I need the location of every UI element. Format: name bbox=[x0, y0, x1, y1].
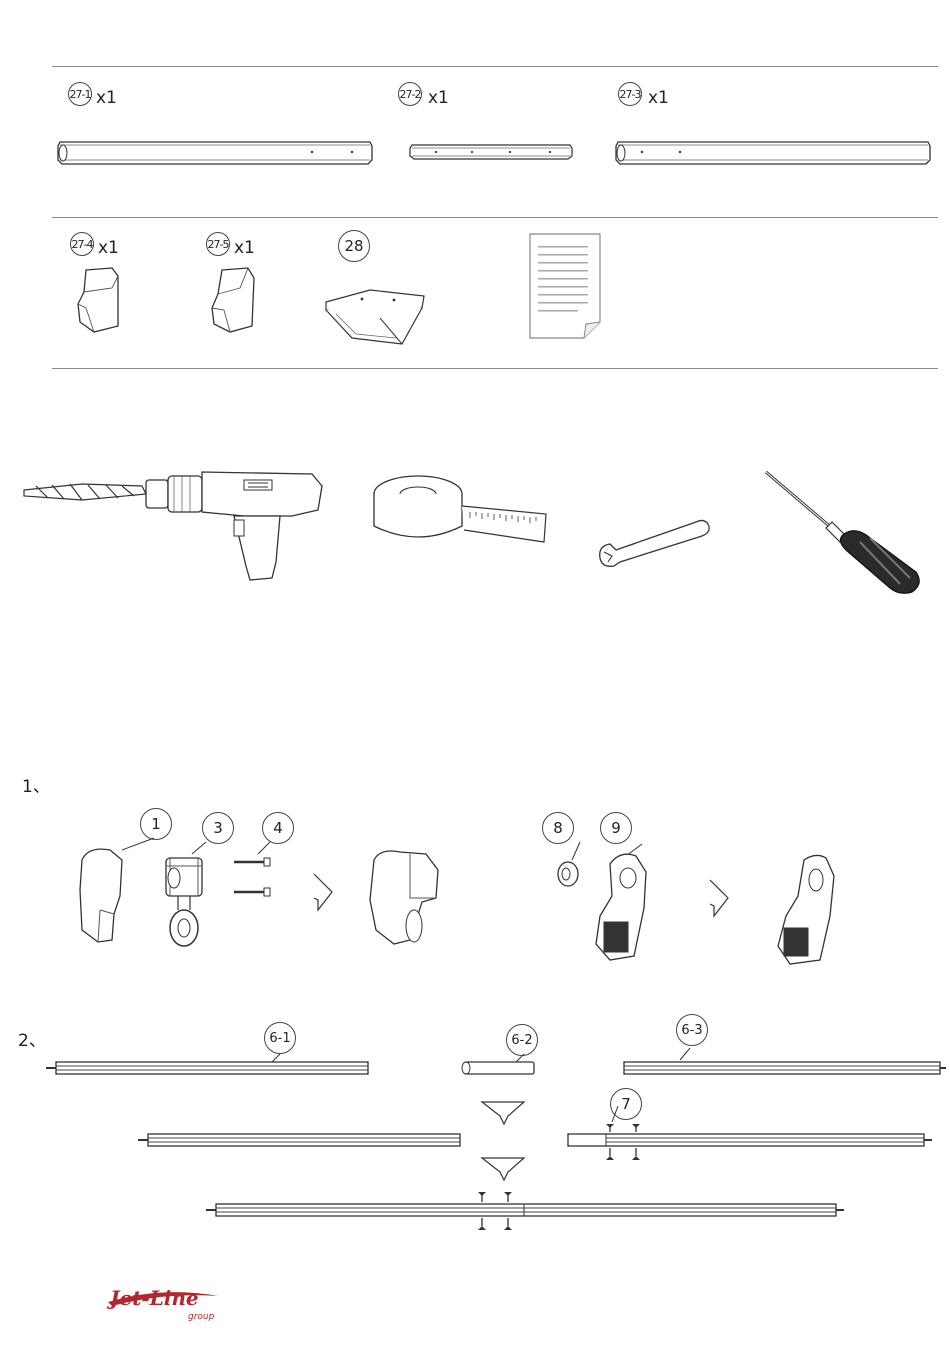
part-qty-27-1: x1 bbox=[96, 88, 117, 108]
end-cap-27-4-illustration bbox=[72, 264, 126, 336]
rail-cover-27-2-illustration bbox=[408, 142, 574, 162]
step-1-assembly-b-illustration bbox=[550, 836, 870, 968]
logo-subtitle: group bbox=[188, 1312, 214, 1322]
rail-cover-27-1-illustration bbox=[54, 136, 376, 168]
step-1-label: 1、 bbox=[22, 772, 50, 797]
part-qty-27-2: x1 bbox=[428, 88, 449, 108]
part-callout-27-5: 27-5 bbox=[206, 232, 230, 256]
bracket-28-illustration bbox=[322, 286, 428, 348]
part-callout-27-3: 27-3 bbox=[618, 82, 642, 106]
rail-cover-27-3-illustration bbox=[612, 136, 934, 168]
part-qty-27-5: x1 bbox=[234, 238, 255, 258]
part-callout-27-2: 27-2 bbox=[398, 82, 422, 106]
drill-icon bbox=[22, 466, 330, 588]
wrench-icon bbox=[596, 516, 714, 570]
logo-wordmark: Jet-Line bbox=[110, 1286, 199, 1310]
screwdriver-icon bbox=[760, 466, 926, 598]
instruction-sheet-icon bbox=[526, 232, 606, 342]
end-cap-27-5-illustration bbox=[206, 264, 260, 336]
part-qty-27-4: x1 bbox=[98, 238, 119, 258]
part-callout-27-4: 27-4 bbox=[70, 232, 94, 256]
step-2-rail-assembly-illustration bbox=[40, 1040, 944, 1240]
parts-top-rule bbox=[52, 66, 938, 67]
part-qty-27-3: x1 bbox=[648, 88, 669, 108]
part-callout-28: 28 bbox=[338, 230, 370, 262]
parts-middle-rule bbox=[52, 217, 938, 218]
part-callout-27-1: 27-1 bbox=[68, 82, 92, 106]
tape-measure-icon bbox=[370, 472, 548, 562]
step-1-assembly-a-illustration bbox=[70, 830, 450, 956]
parts-bottom-rule bbox=[52, 368, 938, 369]
